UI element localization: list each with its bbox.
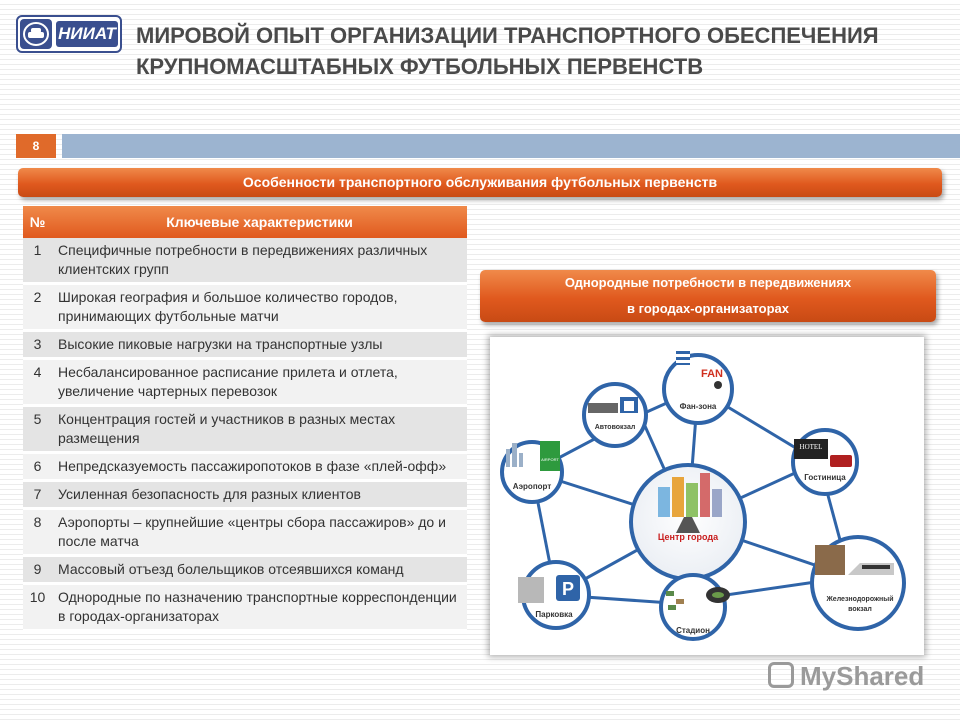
watermark: MyShared — [768, 656, 938, 696]
stadium-icon — [666, 587, 730, 610]
railway-label-line2: вокзал — [848, 606, 872, 613]
bus-station-label: Автовокзал — [595, 424, 636, 431]
row-number: 2 — [23, 283, 52, 332]
row-characteristic: Несбалансированное расписание прилета и … — [52, 358, 467, 407]
row-characteristic: Однородные по назначению транспортные ко… — [52, 583, 467, 632]
hotel-label: Гостиница — [804, 473, 846, 482]
fanzone-label: Фан-зона — [680, 402, 717, 411]
airport-label: Аэропорт — [513, 482, 552, 491]
section-banner: Особенности транспортного обслуживания ф… — [18, 168, 942, 197]
stadium-label: Стадион — [676, 626, 710, 635]
stadium-node: Стадион — [659, 573, 730, 641]
row-number: 4 — [23, 358, 52, 407]
row-characteristic: Аэропорты – крупнейшие «центры сбора пас… — [52, 508, 467, 557]
row-number: 5 — [23, 405, 52, 454]
table-header-row: № Ключевые характеристики — [23, 206, 467, 238]
row-characteristic: Усиленная безопасность для разных клиент… — [52, 480, 467, 510]
parking-icon: P — [518, 575, 580, 603]
network-svg: Центр города FAN Фан-зона Автовокзал — [500, 351, 906, 641]
hotel-icon: HOTEL — [794, 439, 852, 467]
page-title: МИРОВОЙ ОПЫТ ОРГАНИЗАЦИИ ТРАНСПОРТНОГО О… — [136, 23, 879, 79]
hotel-node: HOTEL Гостиница — [791, 428, 859, 496]
row-number: 6 — [23, 452, 52, 482]
emblem-icon — [20, 19, 52, 49]
right-section-banner: Однородные потребности в передвижениях в… — [480, 270, 936, 322]
row-number: 1 — [23, 238, 52, 285]
watermark-text: MyShared — [800, 661, 925, 691]
right-banner-line1: Однородные потребности в передвижениях — [564, 275, 852, 290]
header-divider-bar — [62, 134, 960, 158]
railway-node: Железнодорожный вокзал — [810, 535, 906, 631]
bus-icon — [588, 397, 638, 413]
train-icon — [815, 545, 894, 575]
fan-icon: FAN — [676, 351, 723, 389]
airport-node: AIRPORT Аэропорт — [500, 440, 564, 504]
row-number: 7 — [23, 480, 52, 510]
row-number: 9 — [23, 555, 52, 585]
city-skyline-icon — [658, 473, 722, 533]
row-number: 3 — [23, 330, 52, 360]
row-characteristic: Массовый отъезд болельщиков отсеявшихся … — [52, 555, 467, 585]
row-characteristic: Специфичные потребности в передвижениях … — [52, 238, 467, 285]
row-characteristic: Концентрация гостей и участников в разны… — [52, 405, 467, 454]
row-characteristic: Широкая география и большое количество г… — [52, 283, 467, 332]
hotel-sign: HOTEL — [800, 443, 823, 451]
airport-sign: AIRPORT — [541, 457, 559, 462]
column-header-characteristics: Ключевые характеристики — [52, 206, 467, 238]
railway-label-line1: Железнодорожный — [825, 595, 893, 603]
row-number: 8 — [23, 508, 52, 557]
center-node: Центр города — [629, 463, 747, 581]
airport-icon: AIRPORT — [506, 441, 560, 471]
niiat-logo: НИИАТ — [16, 15, 122, 53]
row-characteristic: Высокие пиковые нагрузки на транспортные… — [52, 330, 467, 360]
fanzone-node: FAN Фан-зона — [662, 351, 734, 425]
column-header-number: № — [23, 206, 52, 238]
row-characteristic: Непредсказуемость пассажиропотоков в фаз… — [52, 452, 467, 482]
city-transport-diagram: Центр города FAN Фан-зона Автовокзал — [490, 337, 924, 655]
parking-sign: P — [562, 579, 574, 599]
parking-label: Парковка — [535, 610, 573, 619]
row-number: 10 — [23, 583, 52, 632]
projector-icon — [768, 662, 794, 689]
parking-node: P Парковка — [518, 560, 591, 630]
center-label: Центр города — [658, 532, 719, 542]
bus-station-node: Автовокзал — [582, 382, 648, 448]
logo-text: НИИАТ — [56, 21, 118, 47]
right-banner-line2: в городах-организаторах — [627, 301, 789, 316]
page-number: 8 — [16, 134, 56, 158]
fan-sign: FAN — [701, 368, 723, 380]
